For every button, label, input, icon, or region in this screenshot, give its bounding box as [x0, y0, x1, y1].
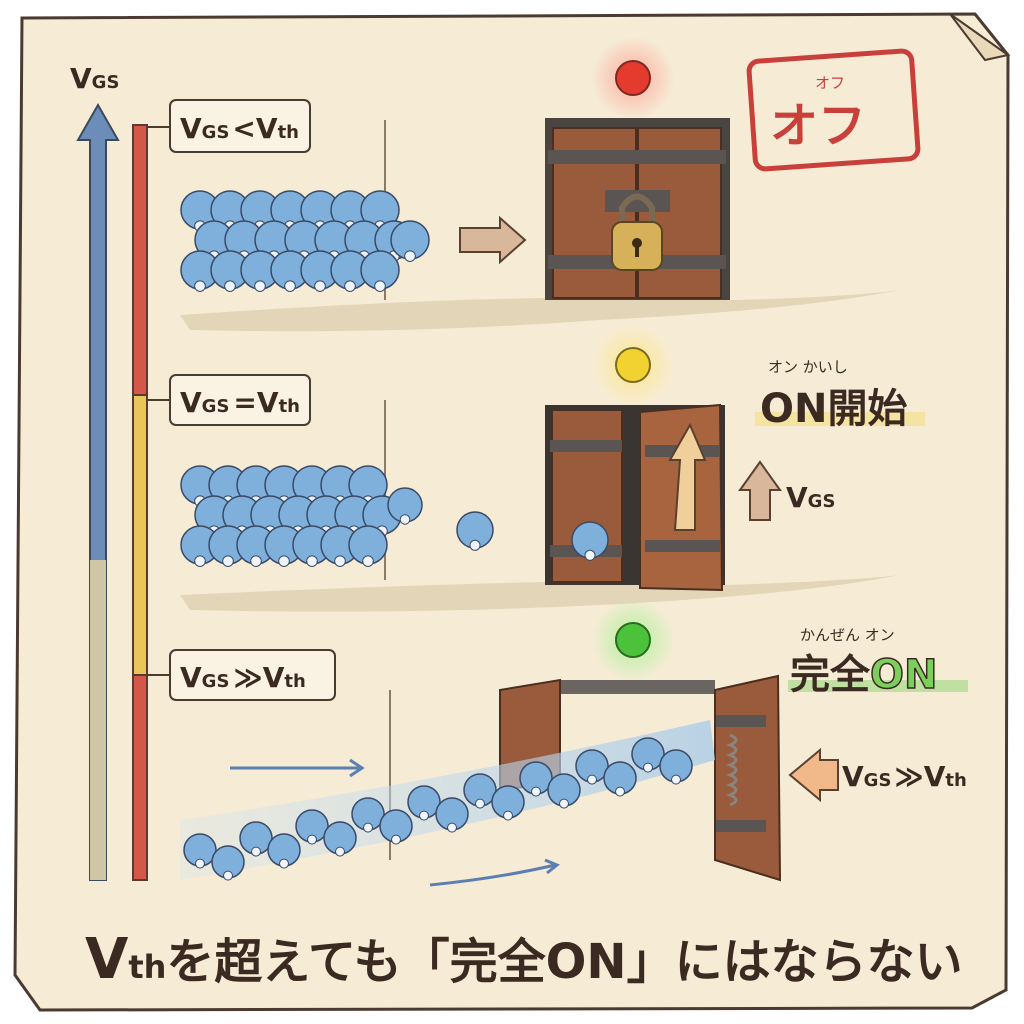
- axis-label: VGS: [70, 62, 119, 95]
- condition-box-equal: VGS=Vth: [147, 374, 311, 426]
- up-arrow-icon: [738, 460, 782, 521]
- flow-arrow-bottom: [429, 858, 560, 887]
- padlock-icon: [611, 193, 663, 271]
- spring-icon: [726, 733, 738, 807]
- electron-character: [264, 525, 304, 567]
- full-on-highlight: [788, 680, 968, 692]
- condition-box-less: VGS<Vth: [147, 99, 311, 153]
- svg-text:VGS<Vth: VGS<Vth: [180, 112, 299, 145]
- vgs-much-greater-label: VGS≫Vth: [842, 760, 967, 793]
- electron-character: [208, 525, 248, 567]
- svg-text:VGS=Vth: VGS=Vth: [180, 386, 300, 419]
- on-start-ruby: オン かいし: [768, 358, 848, 376]
- full-on-label: 完全ON: [790, 652, 937, 698]
- red-bar-off: [132, 124, 148, 396]
- electron-character: [180, 250, 220, 292]
- electron-character: [360, 250, 400, 292]
- electron-character: [603, 761, 637, 797]
- electron-character: [239, 821, 273, 857]
- electron-character: [390, 220, 430, 262]
- yellow-light-icon: [615, 347, 651, 383]
- electron-character: [330, 250, 370, 292]
- vgs-up-label: VGS: [786, 481, 835, 514]
- flow-arrow-top: [230, 758, 365, 778]
- electron-character: [463, 773, 497, 809]
- right-arrow-icon: [459, 215, 527, 265]
- yellow-bar-on-start: [132, 394, 148, 676]
- electron-character: [348, 525, 388, 567]
- curled-corner: [949, 13, 1011, 62]
- electron-character: [631, 737, 665, 773]
- condition-box-much-greater: VGS≫Vth: [147, 649, 336, 701]
- electron-character: [519, 761, 553, 797]
- floor-1: [180, 290, 900, 332]
- svg-text:オフ: オフ: [770, 98, 866, 154]
- full-on-ruby: かんぜん オン: [800, 626, 895, 644]
- electron-character: [379, 809, 413, 845]
- left-arrow-icon: [788, 747, 839, 803]
- half-open-door: [545, 403, 725, 592]
- electron-character: [575, 749, 609, 785]
- svg-text:VGS≫Vth: VGS≫Vth: [180, 661, 306, 694]
- on-start-highlight: [755, 412, 925, 426]
- off-stamp: オフ オフ: [746, 48, 921, 172]
- electron-character: [407, 785, 441, 821]
- electron-character: [659, 749, 693, 785]
- electron-character: [320, 525, 360, 567]
- on-start-label: ON開始: [760, 386, 907, 432]
- electron-character: [491, 785, 525, 821]
- electron-crowds: [180, 190, 693, 881]
- electron-character: [571, 521, 609, 561]
- floor-2: [180, 575, 900, 612]
- electron-character: [183, 833, 217, 869]
- electron-character: [210, 250, 250, 292]
- electron-character: [323, 821, 357, 857]
- electron-character: [351, 797, 385, 833]
- electron-character: [547, 773, 581, 809]
- electron-character: [435, 797, 469, 833]
- vgs-arrow-lower-fade: [90, 560, 106, 880]
- electron-character: [180, 525, 220, 567]
- electron-character: [387, 487, 423, 525]
- closed-door: [545, 118, 730, 300]
- electron-character: [267, 833, 301, 869]
- green-light-icon: [615, 622, 651, 658]
- bottom-title: Vthを超えても「完全ON」にはならない: [85, 927, 963, 992]
- red-light-icon: [615, 60, 651, 96]
- electron-character: [456, 511, 494, 551]
- svg-text:オフ: オフ: [815, 74, 845, 92]
- red-bar-full-on: [132, 674, 148, 881]
- electron-character: [211, 845, 245, 881]
- electron-character: [295, 809, 329, 845]
